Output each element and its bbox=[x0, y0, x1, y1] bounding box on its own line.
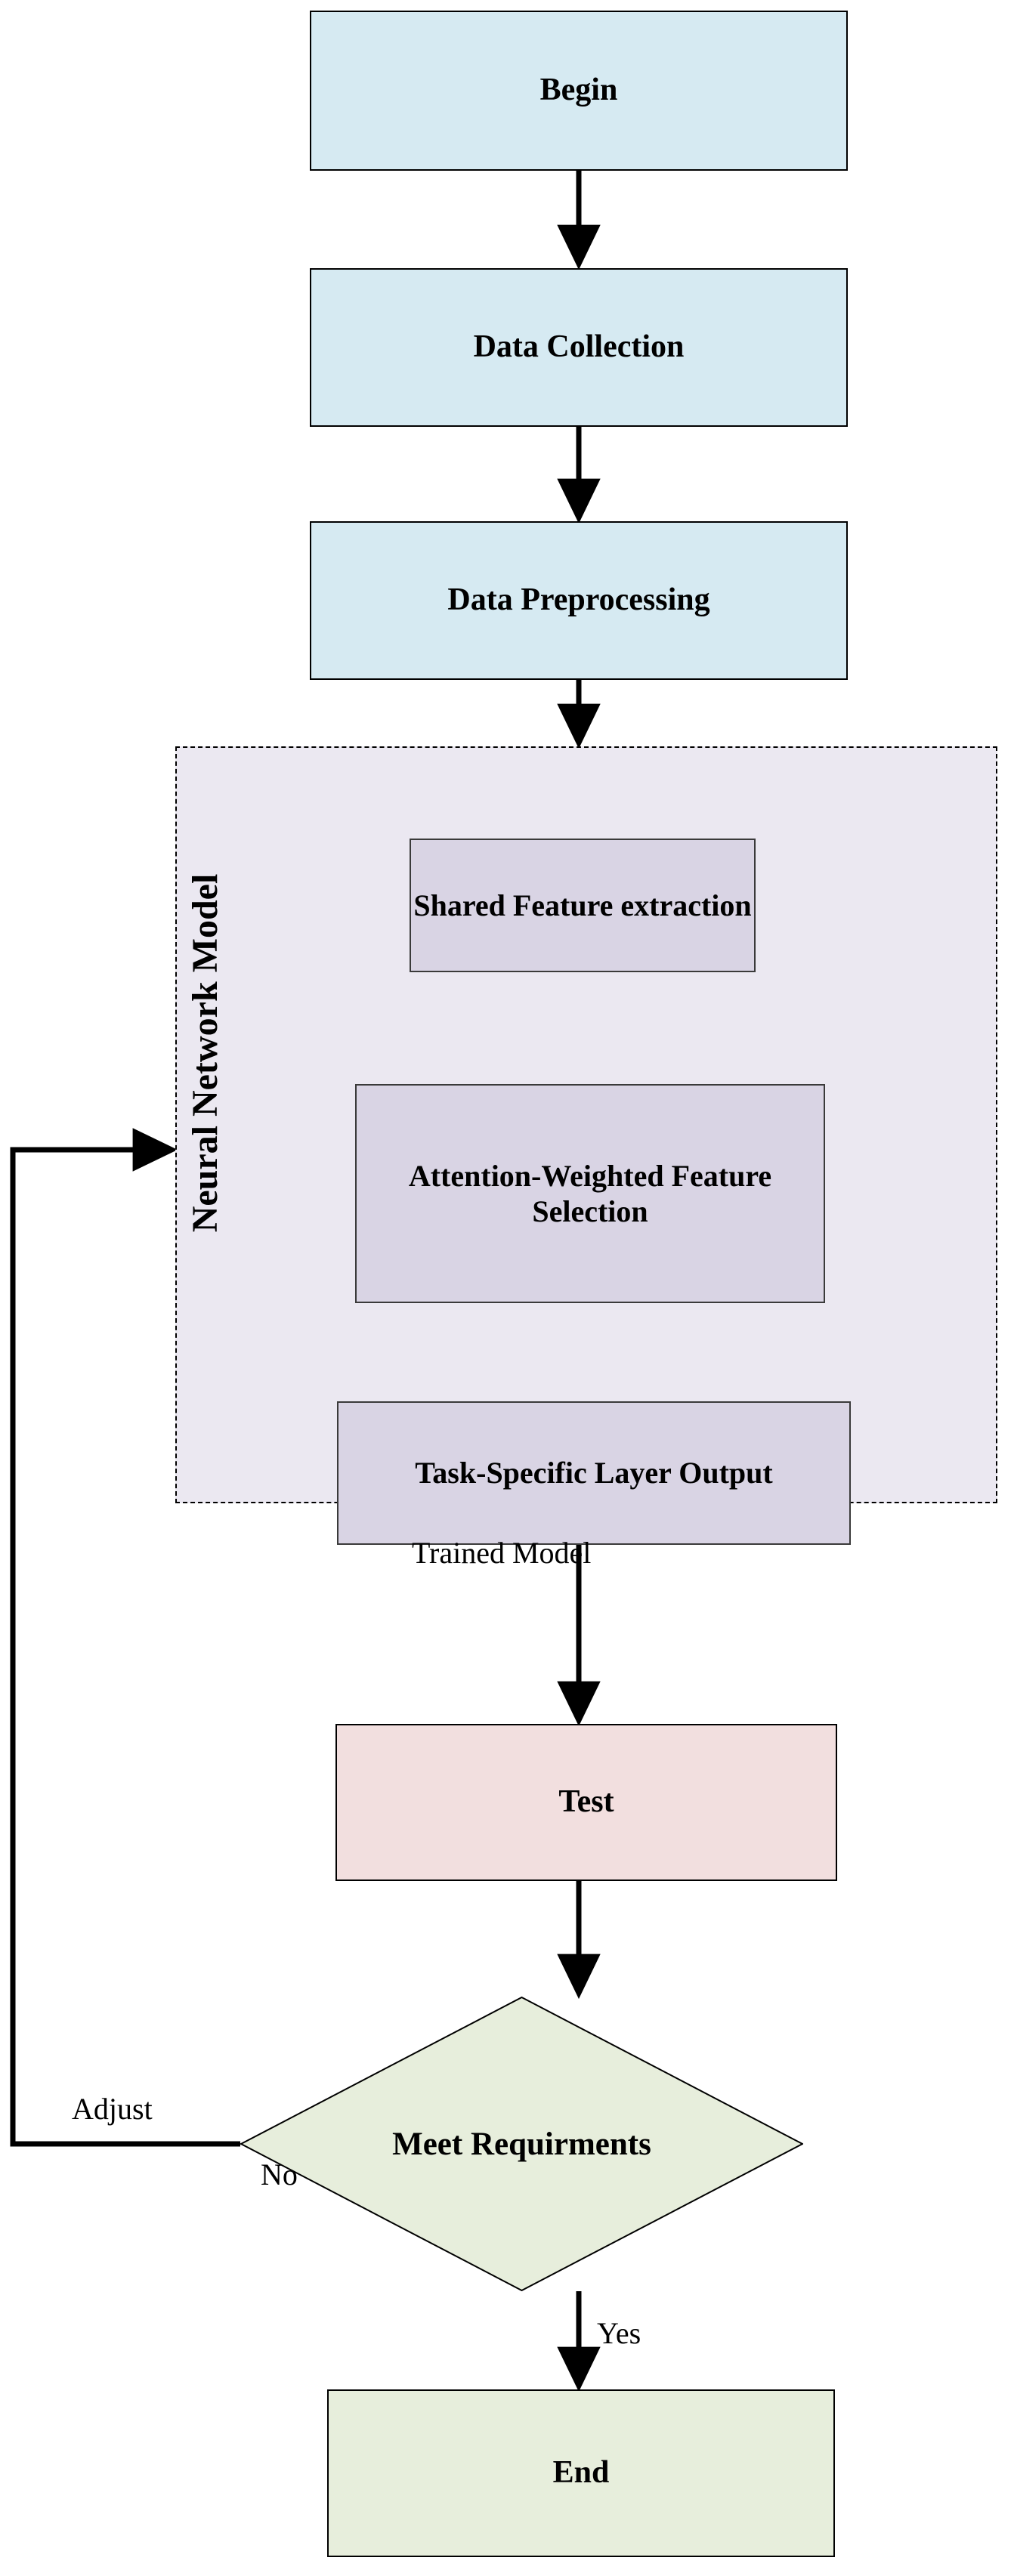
node-data-preprocessing[interactable]: Data Preprocessing bbox=[310, 521, 848, 680]
edge-label-yes: Yes bbox=[597, 2316, 641, 2350]
node-neural-network-model-label: Neural Network Model bbox=[184, 873, 225, 1233]
node-meet-requirements-decision[interactable]: Meet Requirments bbox=[240, 1997, 803, 2291]
node-attention-weighted-feature-selection[interactable]: Attention-Weighted Feature Selection bbox=[355, 1084, 825, 1303]
node-end[interactable]: End bbox=[327, 2389, 835, 2557]
node-data-collection-label: Data Collection bbox=[473, 329, 685, 365]
node-data-collection[interactable]: Data Collection bbox=[310, 268, 848, 427]
edge-label-adjust: Adjust bbox=[72, 2092, 153, 2126]
node-task-specific-layer-output[interactable]: Task-Specific Layer Output bbox=[337, 1401, 851, 1545]
node-shared-feature-extraction[interactable]: Shared Feature extraction bbox=[410, 839, 756, 972]
node-test[interactable]: Test bbox=[335, 1724, 837, 1881]
node-test-label: Test bbox=[558, 1784, 614, 1820]
node-end-label: End bbox=[552, 2455, 610, 2491]
node-meet-requirements-label: Meet Requirments bbox=[392, 2126, 651, 2162]
node-attention-weighted-feature-selection-label: Attention-Weighted Feature Selection bbox=[408, 1158, 772, 1228]
node-begin-label: Begin bbox=[539, 73, 618, 108]
edge-label-no: No bbox=[261, 2157, 298, 2191]
node-shared-feature-extraction-label: Shared Feature extraction bbox=[413, 888, 752, 922]
edge-label-trained-model: Trained Model bbox=[412, 1536, 592, 1570]
node-data-preprocessing-label: Data Preprocessing bbox=[447, 582, 710, 618]
diamond-shape bbox=[240, 1997, 803, 2291]
node-begin[interactable]: Begin bbox=[310, 11, 848, 171]
node-task-specific-layer-output-label: Task-Specific Layer Output bbox=[415, 1456, 773, 1490]
